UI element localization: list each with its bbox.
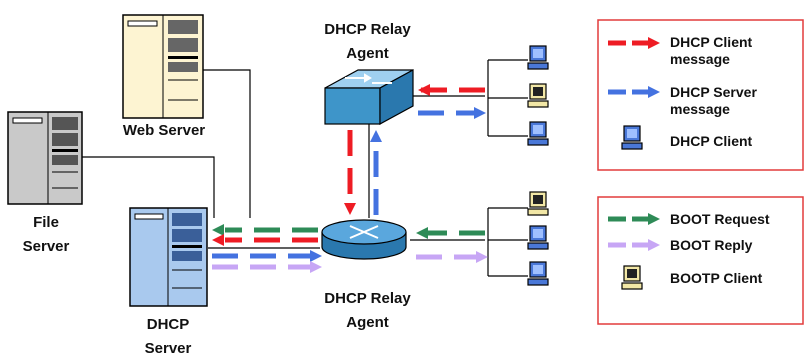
arrowhead-icon <box>418 84 430 96</box>
legend-bootp-client-label: BOOTP Client <box>670 270 763 286</box>
arrowhead-icon <box>476 251 488 263</box>
legend-boot-request-label: BOOT Request <box>670 211 770 227</box>
legend-boot-reply-label: BOOT Reply <box>670 237 753 253</box>
dhcp-clients-bus <box>487 59 528 137</box>
arrowhead-icon <box>648 86 660 98</box>
arrowhead-icon <box>344 203 356 215</box>
file-server-icon <box>7 111 83 205</box>
file-server-link <box>82 156 215 218</box>
arrowhead-icon <box>370 130 382 142</box>
router-icon <box>321 219 407 260</box>
arrowhead-icon <box>648 239 660 251</box>
arrowhead-icon <box>648 37 660 49</box>
bootp-client-icon <box>527 83 549 108</box>
dhcp-client-icon <box>621 125 643 150</box>
bootp-client-icon <box>621 265 643 290</box>
web-server-link <box>203 69 251 218</box>
dhcp-legend-box <box>597 19 804 171</box>
dhcp-client-icon <box>527 225 549 286</box>
arrowhead-icon <box>416 227 428 239</box>
arrowhead-icon <box>310 250 322 262</box>
connection-lines <box>82 59 528 277</box>
arrowhead-icon <box>212 234 224 246</box>
legend-dhcp-client-label: DHCP Client <box>670 133 753 149</box>
arrowhead-icon <box>648 213 660 225</box>
dhcp-server-icon <box>129 207 208 307</box>
bootp-clients-bus <box>487 207 528 277</box>
web-server-icon <box>122 14 204 119</box>
switch-icon <box>324 68 414 126</box>
web-server-label: Web Server <box>122 122 206 139</box>
arrowhead-icon <box>310 261 322 273</box>
dhcp-client-icon <box>527 45 549 146</box>
arrowhead-icon <box>474 107 486 119</box>
arrowhead-icon <box>212 224 224 236</box>
bootp-client-icon <box>527 191 549 216</box>
bootp-legend-box <box>597 196 804 325</box>
